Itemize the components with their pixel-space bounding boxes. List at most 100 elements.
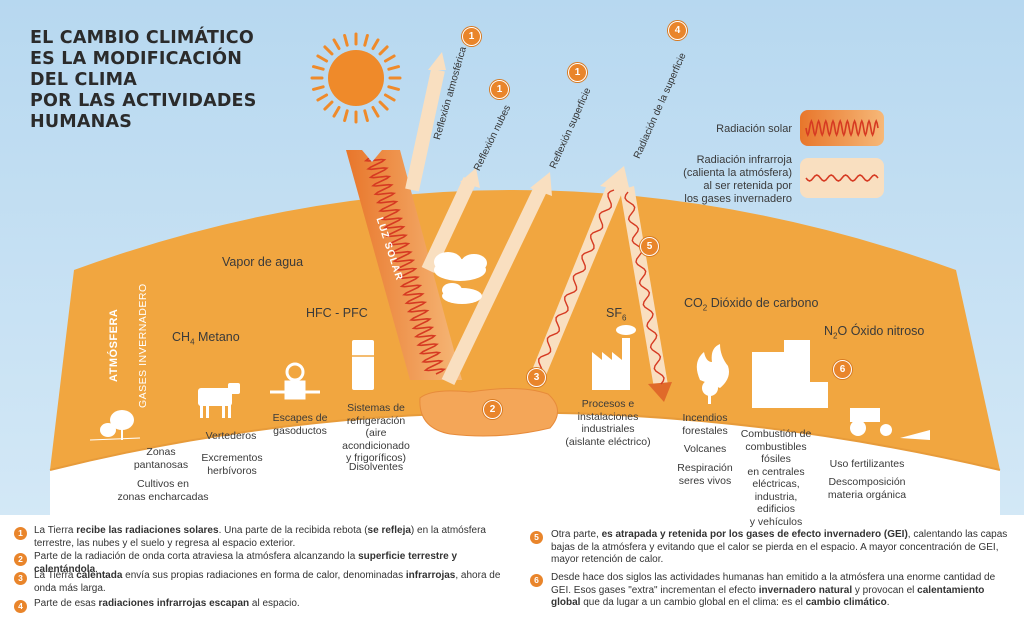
source-fertilizantes: Uso fertilizantes	[820, 458, 914, 471]
methane-name: Metano	[198, 330, 240, 344]
infrared-return-head	[648, 382, 672, 402]
note-3-number: 3	[14, 572, 27, 585]
reflection-superficie-arrow	[441, 186, 547, 386]
source-incendios: Incendios forestales	[670, 412, 740, 437]
escapes-line-1: Escapes de	[272, 412, 328, 424]
note-1-number: 1	[14, 527, 27, 540]
main-title: EL CAMBIO CLIMÁTICO ES LA MODIFICACIÓN D…	[30, 28, 290, 133]
procesos-line-4: (aislante eléctrico)	[565, 435, 651, 448]
n2o-formula: N	[824, 324, 834, 338]
sun-ray	[311, 65, 325, 71]
city-buildings-icon	[752, 340, 828, 408]
fertilizantes-line-1: Uso fertilizantes	[829, 458, 905, 470]
sun-ray	[371, 105, 380, 118]
escapes-line-2: gasoductos	[273, 424, 327, 437]
sun-ray	[383, 54, 396, 63]
sun-ray	[363, 33, 369, 47]
combustion-line-6: industria,	[754, 490, 798, 503]
source-escapes: Escapes de gasoductos	[262, 412, 338, 437]
combustion-line-5: eléctricas,	[752, 478, 800, 490]
sun-ray	[323, 100, 334, 111]
note-2-number: 2	[14, 553, 27, 566]
gas-pipeline-icon	[270, 362, 320, 400]
marker-6: 6	[833, 360, 852, 379]
sf6-formula: SF	[606, 306, 622, 320]
source-disolventes: Disolventes	[336, 461, 416, 474]
infrared-out-beam	[528, 182, 624, 380]
ground	[50, 412, 1000, 515]
combustion-line-7: edificios	[757, 503, 795, 515]
gas-vapor-agua: Vapor de agua	[222, 255, 304, 269]
note-4-text: Parte de esas radiaciones infrarrojas es…	[34, 598, 300, 609]
title-line-2: ES LA MODIFICACIÓN	[30, 49, 243, 69]
procesos-line-3: industriales	[581, 423, 635, 435]
sun-ray	[343, 33, 349, 47]
sistemas-line-1: Sistemas de	[347, 402, 405, 414]
methane-formula: CH	[172, 330, 191, 344]
procesos-line-1: Procesos e	[581, 398, 635, 410]
co2-formula: CO	[684, 296, 703, 310]
combustion-line-8: y vehículos	[749, 515, 803, 528]
disolventes-line-1: Disolventes	[348, 461, 404, 473]
gas-co2: CO2 Dióxido de carbono	[684, 296, 818, 313]
respiracion-line-1: Respiración	[677, 462, 733, 474]
note-2-text: Parte de la radiación de onda corta atra…	[34, 551, 458, 575]
descomposicion-line-2: materia orgánica	[827, 488, 907, 501]
sun-ray	[316, 93, 329, 102]
solar-beam-notch	[362, 150, 382, 162]
tractor-icon	[850, 408, 930, 440]
note-6-text: Desde hace dos siglos las actividades hu…	[551, 572, 996, 608]
incendios-line-1: Incendios	[682, 412, 728, 424]
sun-icon	[310, 32, 402, 124]
combustion-line-4: en centrales	[747, 465, 805, 478]
reflection-nubes-arrow	[421, 177, 477, 273]
greenhouse-vertical-label: GASES INVERNADERO	[137, 283, 149, 408]
marker-1-atmosferica: 1	[462, 27, 481, 46]
sf6-sub: 6	[621, 313, 627, 323]
swamp-tree-icon	[89, 410, 141, 441]
gas-metano: CH4 Metano	[172, 330, 240, 347]
source-procesos: Procesos e instalaciones industriales (a…	[556, 398, 660, 448]
sun-ray	[387, 65, 401, 71]
solar-wave	[363, 155, 447, 375]
legend-infrared-label: Radiación infrarroja (calienta la atmósf…	[640, 154, 792, 206]
fridge-icon	[352, 340, 374, 390]
zonas-line-1: Zonas	[146, 446, 176, 458]
title-line-4: POR LAS ACTIVIDADES	[30, 91, 257, 111]
marker-4: 4	[668, 21, 687, 40]
title-line-1: EL CAMBIO CLIMÁTICO	[30, 28, 254, 48]
legend-ir-line-1: Radiación infrarroja	[696, 154, 792, 166]
title-line-5: HUMANAS	[30, 112, 133, 132]
note-5-number: 5	[530, 531, 543, 544]
source-zonas-pantanosas: Zonas pantanosas	[126, 446, 196, 471]
incendios-line-2: forestales	[682, 424, 728, 437]
reflection-superficie-head	[530, 172, 552, 196]
note-1-text: La Tierra recibe las radiaciones solares…	[34, 525, 486, 549]
excrementos-line-1: Excrementos	[201, 452, 263, 464]
source-sistemas: Sistemas de refrigeración (aire acondici…	[334, 402, 418, 465]
source-descomposicion: Descomposición materia orgánica	[818, 476, 916, 501]
sun-ray	[371, 38, 380, 51]
volcanes-line-1: Volcanes	[683, 443, 727, 455]
gas-hfc-pfc: HFC - PFC	[306, 306, 368, 320]
sun-ray	[311, 85, 325, 91]
respiracion-line-2: seres vivos	[678, 474, 732, 487]
sun-ray	[316, 54, 329, 63]
excrementos-line-2: herbívoros	[207, 464, 257, 477]
sistemas-line-5: y frigoríficos)	[345, 452, 407, 464]
title-line-3: DEL CLIMA	[30, 70, 137, 90]
note-6-number: 6	[530, 574, 543, 587]
marker-5: 5	[640, 237, 659, 256]
legend-ir-line-4: los gases invernadero	[684, 193, 792, 205]
source-excrementos: Excrementos herbívoros	[190, 452, 274, 477]
source-combustion: Combustión de combustibles fósiles en ce…	[734, 428, 818, 528]
sun-ray	[363, 109, 369, 123]
sun-ray	[343, 109, 349, 123]
legend-infrared-wave	[805, 174, 879, 182]
zonas-line-2: pantanosas	[133, 458, 189, 471]
notes-panel	[0, 515, 1024, 625]
sistemas-line-4: acondicionado	[342, 439, 410, 452]
cultivos-line-1: Cultivos en	[137, 478, 189, 490]
